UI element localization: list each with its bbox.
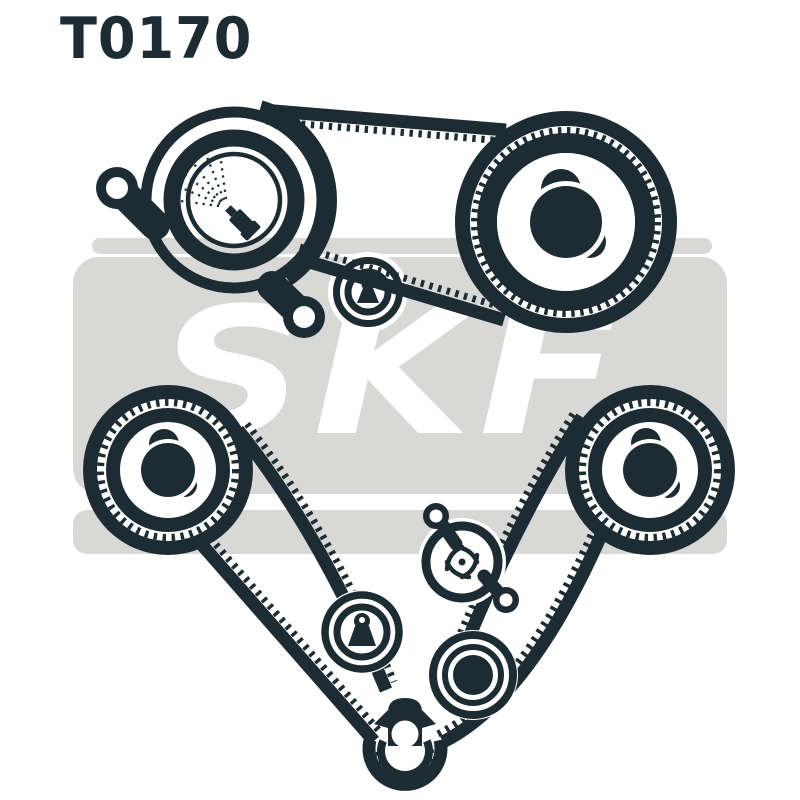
camshaft-pulley-right — [565, 385, 735, 555]
spray-seal-icon — [172, 152, 261, 241]
pulley-cam-hub-right — [619, 428, 681, 501]
crankshaft-toothed-gear — [455, 111, 677, 333]
camshaft-pulley-left — [83, 385, 253, 555]
part-number-label: T0170 — [60, 6, 253, 72]
impeller-blades — [444, 544, 480, 580]
gear-cam-hub — [525, 169, 607, 263]
belt-tensioner-bracket — [374, 698, 436, 780]
pulley-cam-hub-left — [137, 429, 199, 501]
water-pump-impeller — [418, 503, 519, 613]
tensioner-pulley-small — [320, 590, 404, 674]
water-pump-housing-with-spray-seal — [96, 106, 328, 338]
idler-pulley — [428, 630, 518, 720]
timing-belt-upper — [258, 100, 509, 327]
